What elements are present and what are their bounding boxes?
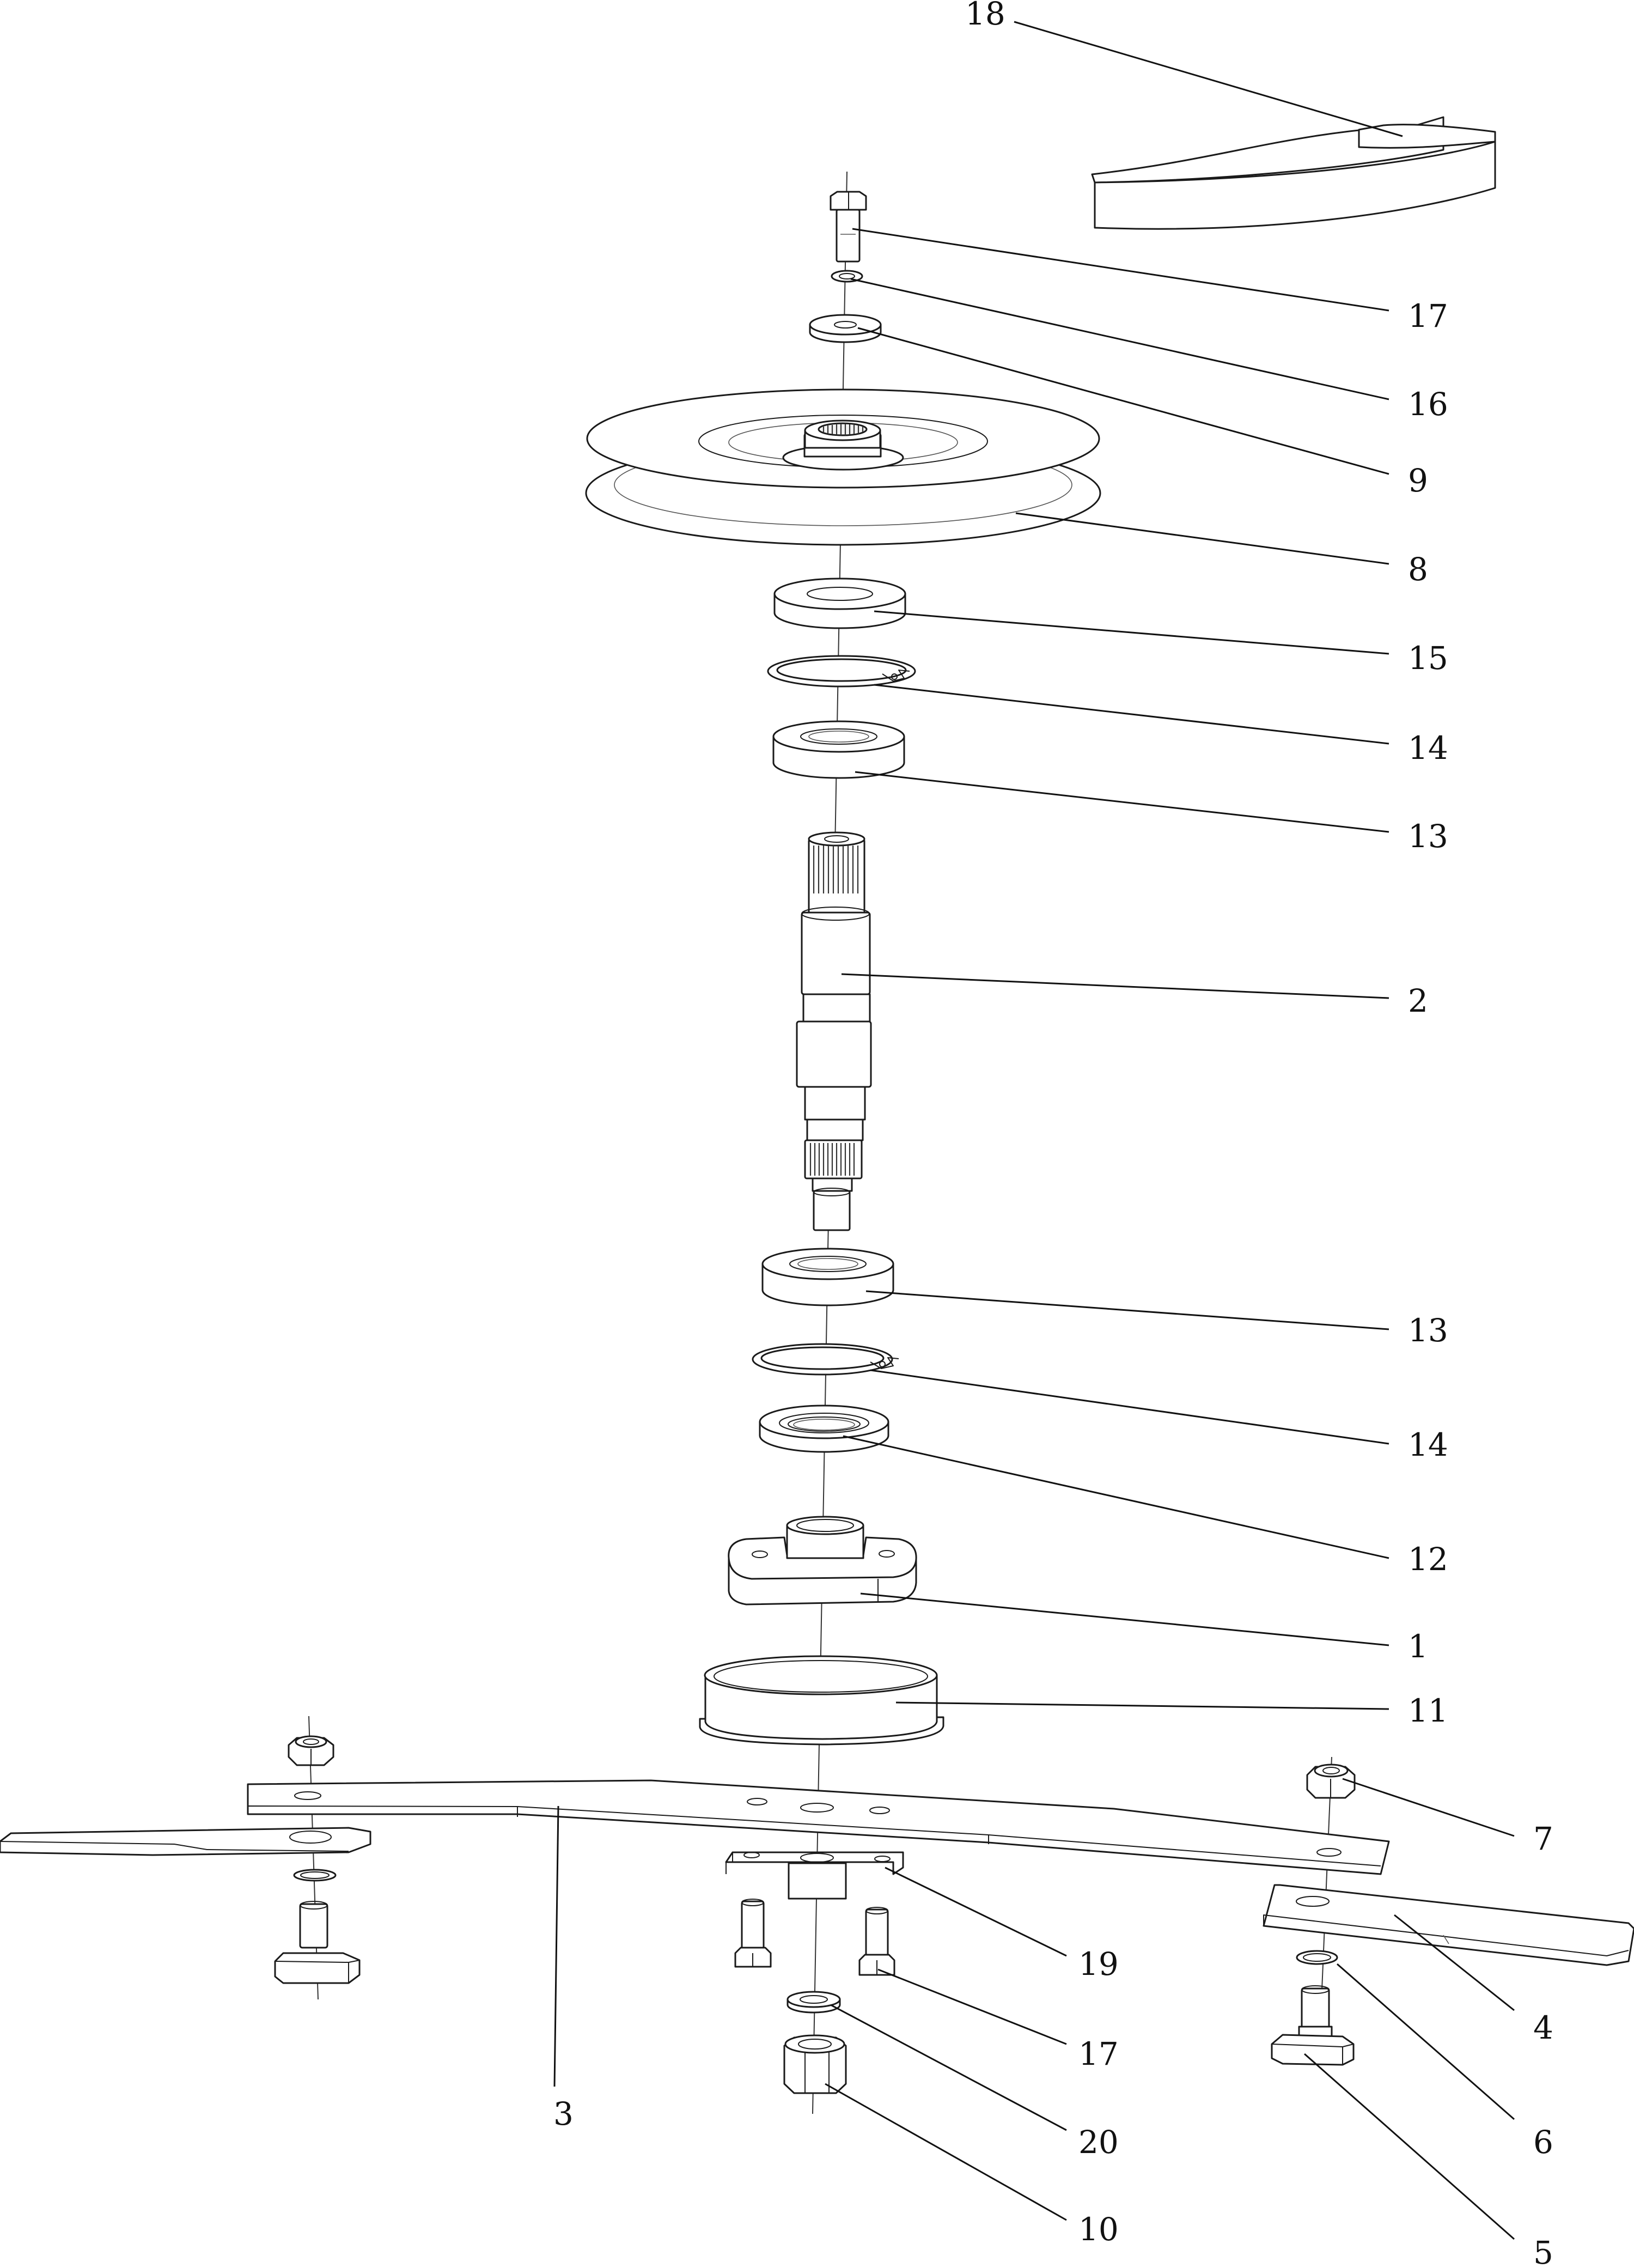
leader-5 [1304, 2053, 1515, 2240]
part-3-blade-bar [247, 1779, 1390, 1875]
leader-9 [857, 327, 1389, 475]
part-16-lock-washer [831, 270, 863, 283]
left-cutter-blade [0, 1827, 371, 1856]
callout-7: 7 [1533, 1820, 1553, 1857]
part-15-spacer [773, 577, 906, 629]
part-13-lower-bearing [761, 1248, 894, 1306]
part-7-right-nut [1306, 1764, 1356, 1799]
callout-12: 12 [1408, 1541, 1448, 1578]
part-5-right-pivot-bolt [1271, 1985, 1355, 2066]
callout-labels: 18 17 16 9 8 15 14 13 2 13 14 12 1 11 7 … [553, 0, 1553, 2268]
callout-16: 16 [1408, 386, 1448, 423]
left-nut [288, 1735, 334, 1766]
leader-18 [1014, 21, 1403, 137]
part-6-right-washer [1296, 1950, 1338, 1965]
part-14-upper-circlip [767, 655, 916, 688]
leader-6 [1337, 1963, 1515, 2120]
leader-7 [1342, 1778, 1515, 1837]
callout-4: 4 [1533, 2009, 1553, 2046]
callout-13-upper: 13 [1408, 818, 1448, 855]
leader-10 [825, 2083, 1067, 2221]
leader-15 [874, 610, 1389, 655]
part-8-pulley [585, 388, 1101, 546]
part-4-right-cutter-blade [1263, 1884, 1634, 1966]
callout-20: 20 [1078, 2124, 1119, 2161]
callout-8: 8 [1408, 551, 1428, 588]
leader-1 [860, 1592, 1389, 1646]
left-washer [293, 1869, 337, 1882]
leader-12 [843, 1435, 1389, 1559]
callout-17-top: 17 [1408, 297, 1448, 335]
leader-4 [1394, 1914, 1515, 2011]
lower-left-bolt [734, 1899, 772, 1968]
leader-14-lower [870, 1369, 1389, 1445]
part-12-seal [759, 1404, 889, 1453]
callout-11: 11 [1408, 1692, 1448, 1729]
callout-5: 5 [1533, 2234, 1553, 2268]
callout-1: 1 [1408, 1628, 1428, 1665]
part-17-top-bolt [830, 191, 867, 263]
part-19-bracket-clip [725, 1851, 904, 1900]
leader-19 [885, 1866, 1067, 1957]
part-14-lower-circlip [752, 1343, 899, 1376]
part-10-hex-nut [783, 2034, 847, 2094]
callout-15: 15 [1408, 640, 1448, 677]
leader-14-upper [874, 684, 1389, 745]
callout-6: 6 [1533, 2124, 1553, 2161]
leader-20 [830, 2004, 1067, 2131]
part-13-upper-bearing [772, 720, 905, 779]
callout-3: 3 [553, 2095, 574, 2132]
callout-19: 19 [1078, 1945, 1119, 1983]
leader-13-lower [865, 1290, 1389, 1330]
left-pivot-bolt [274, 1901, 361, 1984]
callout-18: 18 [965, 0, 1005, 32]
leader-11 [895, 1701, 1389, 1710]
callout-10: 10 [1078, 2211, 1119, 2248]
part-20-washer [786, 1991, 841, 2014]
callout-14-lower: 14 [1408, 1426, 1448, 1463]
part-9-flat-washer [809, 314, 882, 343]
right-axis [1320, 1756, 1332, 2016]
leader-8 [1015, 512, 1389, 565]
leader-17-top [852, 228, 1389, 312]
leader-13-upper [855, 771, 1389, 833]
leader-2 [841, 973, 1389, 999]
leader-3 [553, 1805, 559, 2087]
callout-17-lower: 17 [1078, 2035, 1119, 2072]
leader-lines [553, 21, 1515, 2240]
leader-16 [850, 278, 1389, 400]
part-11-cover-cup [699, 1655, 944, 1746]
part-2-splined-shaft [796, 831, 872, 1231]
part-1-flanged-housing [728, 1516, 917, 1606]
callout-9: 9 [1408, 462, 1428, 499]
callout-2: 2 [1408, 982, 1428, 1019]
part-17-lower-bolt [858, 1907, 895, 1976]
leader-17-lower [877, 1968, 1067, 2045]
part-18-curved-guard [1091, 116, 1496, 230]
callout-14-upper: 14 [1408, 729, 1448, 767]
callout-13-lower: 13 [1408, 1312, 1448, 1349]
